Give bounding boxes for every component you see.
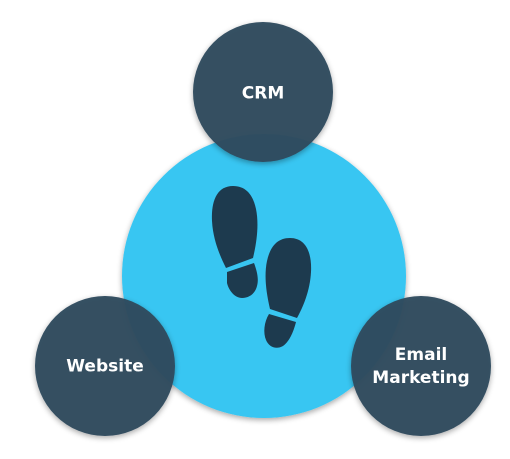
email-marketing-circle xyxy=(351,296,491,436)
email-marketing-label-line-2: Marketing xyxy=(372,368,470,388)
footprints-icon xyxy=(211,186,312,348)
website-label: Website xyxy=(66,356,144,377)
email-marketing-label: Email Marketing xyxy=(372,344,469,390)
crm-circle xyxy=(193,22,333,162)
crm-label: CRM xyxy=(241,83,285,104)
website-circle xyxy=(35,296,175,436)
right-footprint-icon xyxy=(264,238,312,348)
center-circle xyxy=(122,134,406,418)
email-marketing-label-line-1: Email xyxy=(394,345,448,365)
left-footprint-icon xyxy=(211,186,258,298)
